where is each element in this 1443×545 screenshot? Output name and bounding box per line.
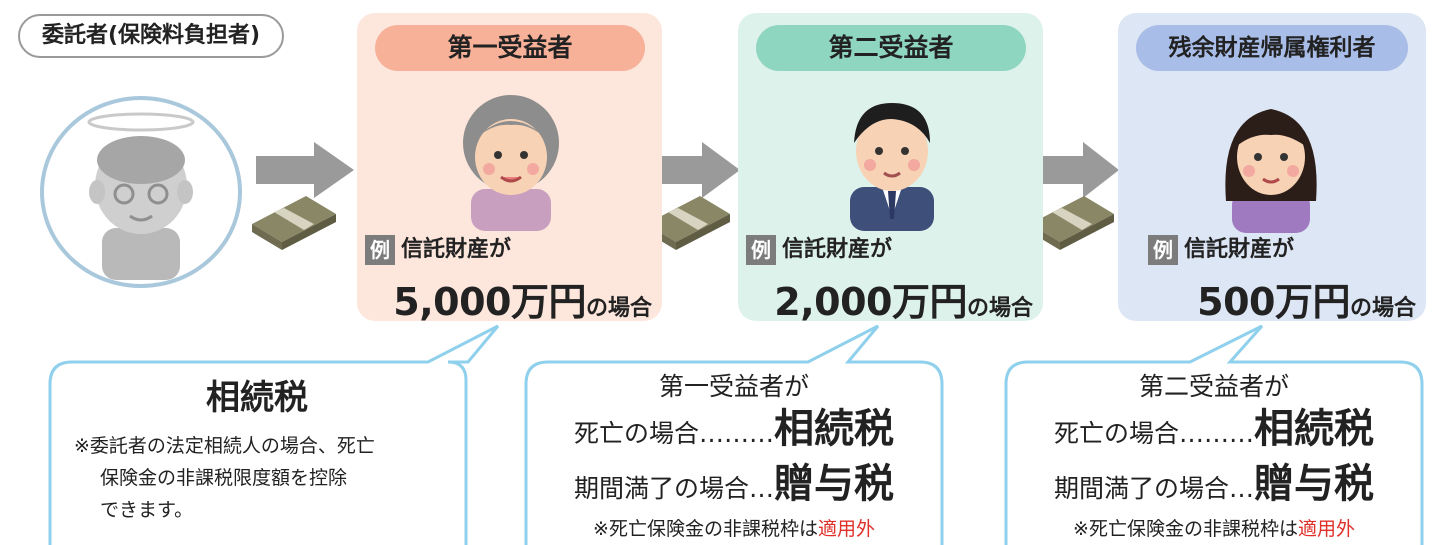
residual-rights-holder-title: 残余財産帰属権利者 <box>1136 25 1408 71</box>
bubble3-head: 第二受益者が <box>1138 372 1289 401</box>
first-beneficiary-card: 第一受益者 例信託財産が 5,000万円の場合 <box>357 13 662 324</box>
bubble3-content: 第二受益者が 死亡の場合………相続税 期間満了の場合…贈与税 ※死亡保険金の非課… <box>1008 370 1420 544</box>
note-prefix: ※死亡保険金の非課税枠は <box>593 518 818 540</box>
death-case-label: 死亡の場合……… <box>573 419 774 448</box>
second-amount: 2,000万円 <box>774 280 967 324</box>
example-text: 信託財産が <box>1184 237 1295 262</box>
deceased-grandfather-icon <box>87 112 195 280</box>
example-badge: 例 <box>746 235 776 265</box>
first-beneficiary-title: 第一受益者 <box>375 25 645 71</box>
settlor-circle <box>40 96 242 288</box>
bubble2-maturity-row: 期間満了の場合…贈与税 <box>528 459 940 514</box>
third-amount: 500万円 <box>1197 280 1350 324</box>
example-text: 信託財産が <box>401 237 512 262</box>
death-case-label: 死亡の場合……… <box>1053 419 1254 448</box>
bubble3-maturity-row: 期間満了の場合…贈与税 <box>1008 459 1420 514</box>
not-applicable-text: 適用外 <box>817 518 875 540</box>
inheritance-tax: 相続税 <box>1254 406 1374 452</box>
first-example-line: 例信託財産が <box>365 233 511 267</box>
example-text: 信託財産が <box>782 237 893 262</box>
third-amount-line: 500万円の場合 <box>1197 271 1416 326</box>
bubble2-death-row: 死亡の場合………相続税 <box>528 404 940 459</box>
woman-icon <box>1225 109 1317 233</box>
arrow-right-icon <box>662 142 740 198</box>
example-badge: 例 <box>1148 235 1178 265</box>
arrow-right-icon <box>1043 142 1119 198</box>
maturity-case-label: 期間満了の場合… <box>573 474 774 503</box>
settlor-label: 委託者(保険料負担者) <box>18 14 284 58</box>
second-example-line: 例信託財産が <box>746 233 892 267</box>
case-suffix: の場合 <box>966 296 1033 321</box>
third-example-line: 例信託財産が <box>1148 233 1294 267</box>
money-stack-icon <box>252 196 336 250</box>
example-badge: 例 <box>365 235 395 265</box>
gift-tax: 贈与税 <box>1254 461 1374 507</box>
bubble3-note: ※死亡保険金の非課税枠は適用外 <box>1008 514 1420 544</box>
inheritance-tax-title: 相続税 <box>206 378 308 418</box>
note-prefix: ※死亡保険金の非課税枠は <box>1073 518 1298 540</box>
bubble2-content: 第一受益者が 死亡の場合………相続税 期間満了の場合…贈与税 ※死亡保険金の非課… <box>528 370 940 544</box>
bubble1-note: ※委託者の法定相続人の場合、死亡 保険金の非課税限度額を控除 できます。 <box>74 430 454 526</box>
gift-tax: 贈与税 <box>774 461 894 507</box>
case-suffix: の場合 <box>1349 296 1416 321</box>
grandmother-icon <box>463 95 559 231</box>
man-in-suit-icon <box>850 103 934 231</box>
case-suffix: の場合 <box>585 296 652 321</box>
inheritance-tax: 相続税 <box>774 406 894 452</box>
not-applicable-text: 適用外 <box>1297 518 1355 540</box>
second-beneficiary-card: 第二受益者 例信託財産が 2,000万円の場合 <box>738 13 1043 324</box>
residual-rights-holder-card: 残余財産帰属権利者 例信託財産が 500万円の場合 <box>1118 13 1426 324</box>
first-amount: 5,000万円 <box>393 280 586 324</box>
bubble2-note: ※死亡保険金の非課税枠は適用外 <box>528 514 940 544</box>
bubble1-note-line: できます。 <box>100 499 194 521</box>
second-amount-line: 2,000万円の場合 <box>774 271 1033 326</box>
bubble1-note-line: ※委託者の法定相続人の場合、死亡 <box>74 435 375 457</box>
bubble3-death-row: 死亡の場合………相続税 <box>1008 404 1420 459</box>
bubble1-note-line: 保険金の非課税限度額を控除 <box>100 467 348 489</box>
second-beneficiary-title: 第二受益者 <box>756 25 1026 71</box>
maturity-case-label: 期間満了の場合… <box>1053 474 1254 503</box>
first-amount-line: 5,000万円の場合 <box>393 271 652 326</box>
bubble2-head: 第一受益者が <box>658 372 809 401</box>
arrow-right-icon <box>256 142 354 198</box>
